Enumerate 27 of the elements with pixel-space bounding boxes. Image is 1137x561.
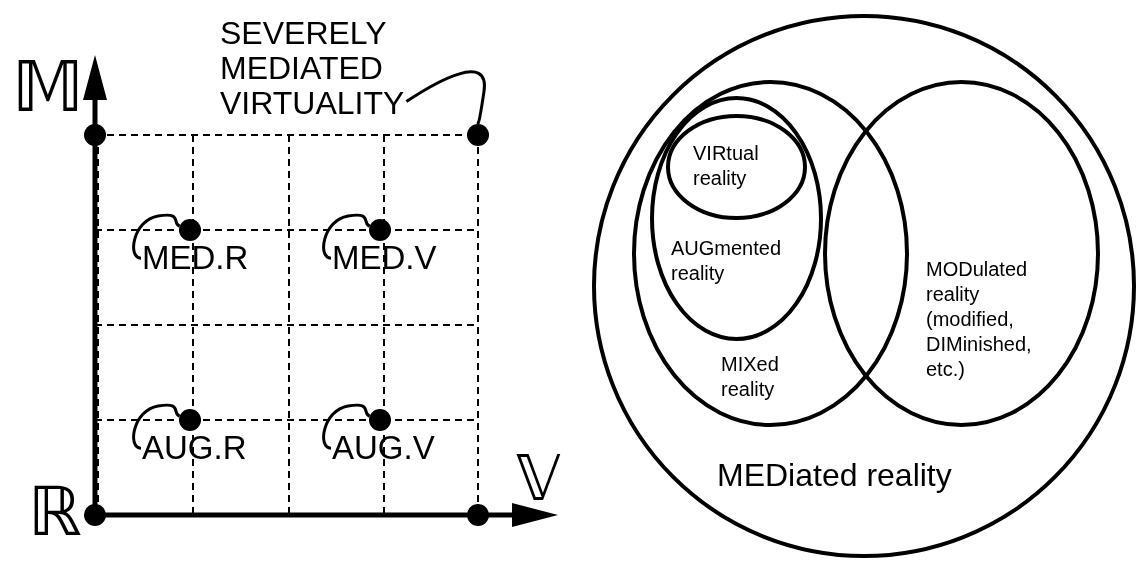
- axis-label: 𝕍: [516, 448, 561, 510]
- dot-marker: [179, 219, 201, 241]
- point-label: AUG.R: [142, 430, 247, 467]
- point-label: MED.R: [142, 240, 249, 277]
- point-label: MED.V: [332, 240, 437, 277]
- region-label: MODulated reality (modified, DIMinished, etc.): [926, 257, 1033, 382]
- point-label: AUG.V: [332, 430, 435, 467]
- dot-marker: [84, 504, 106, 526]
- dot-marker: [179, 409, 201, 431]
- venn-ellipse: [632, 80, 909, 427]
- venn-ellipse: [666, 114, 807, 220]
- dot-marker: [369, 219, 391, 241]
- axis-label: ℝ: [28, 478, 82, 546]
- venn-circle: [592, 14, 1136, 558]
- axis-label: 𝕄: [12, 52, 84, 122]
- region-label: AUGmented reality: [671, 236, 783, 286]
- region-label: MEDiated reality: [717, 456, 953, 495]
- dot-marker: [467, 124, 489, 146]
- venn-ellipse: [823, 80, 1100, 427]
- region-label: MIXed reality: [721, 352, 780, 402]
- leader-line: [405, 70, 486, 125]
- dot-marker: [369, 409, 391, 431]
- dot-marker: [84, 124, 106, 146]
- dot-marker: [467, 504, 489, 526]
- venn-ellipse: [650, 96, 823, 341]
- point-label: SEVERELY MEDIATED VIRTUALITY: [220, 16, 405, 122]
- region-label: VIRtual reality: [693, 141, 760, 191]
